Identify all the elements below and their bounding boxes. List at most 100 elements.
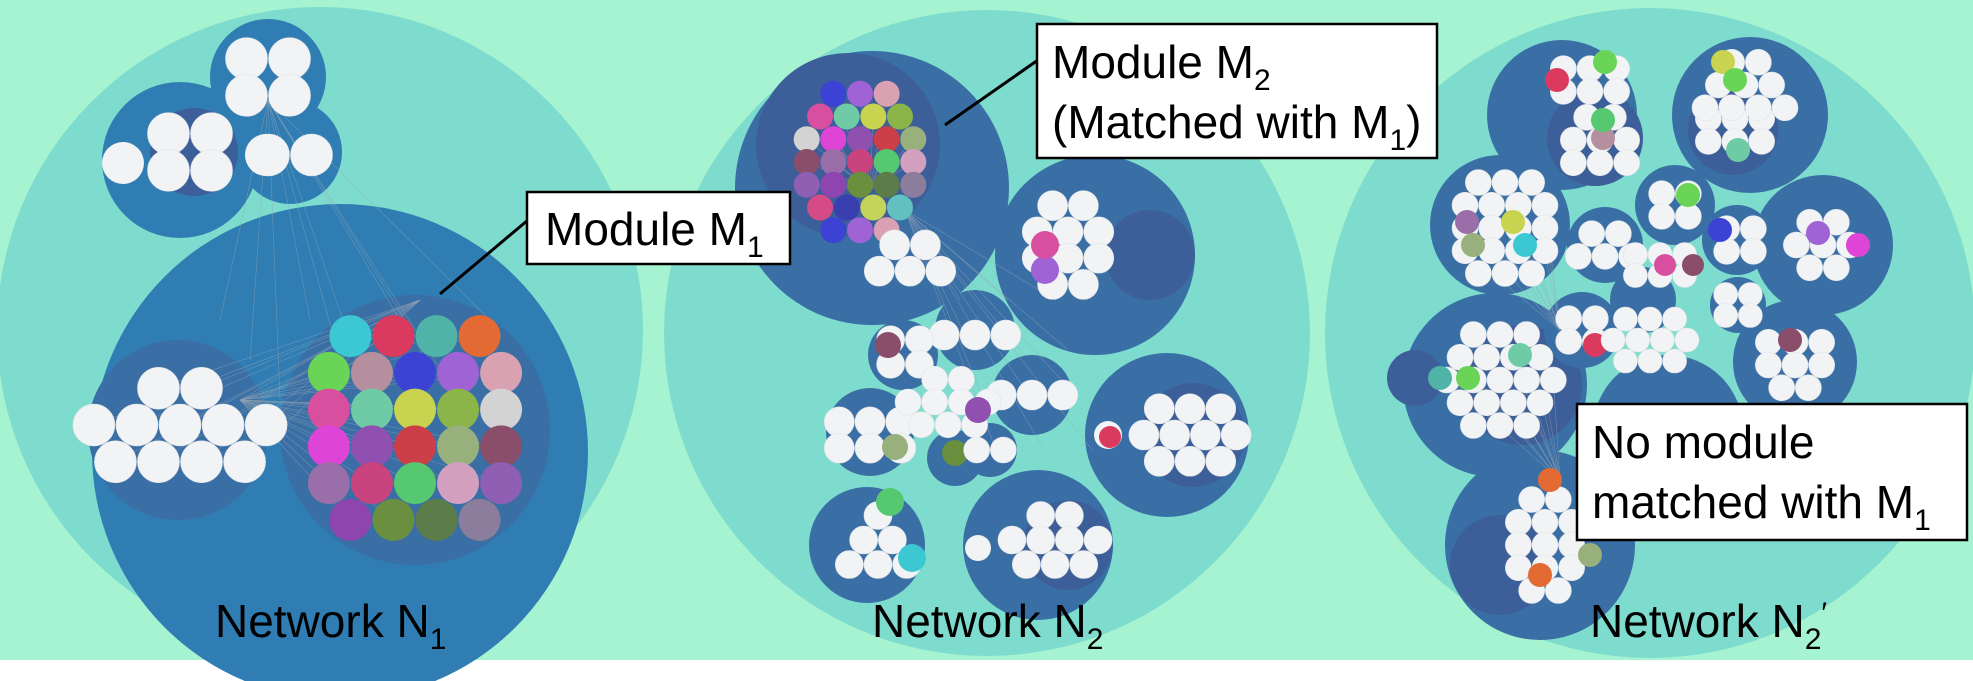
node: [1052, 242, 1084, 274]
colored-node: [1806, 221, 1830, 245]
colored-node: [886, 103, 913, 130]
colored-node: [1682, 254, 1704, 276]
node: [158, 403, 202, 447]
colored-node: [1654, 254, 1676, 276]
colored-node: [480, 462, 523, 505]
colored-node: [437, 351, 480, 394]
colored-node: [329, 315, 372, 358]
node: [1637, 306, 1663, 332]
colored-node: [1031, 231, 1059, 259]
node: [1675, 203, 1702, 230]
colored-node: [1508, 343, 1532, 367]
colored-node: [1846, 233, 1870, 257]
node: [990, 436, 1017, 464]
colored-node: [876, 488, 904, 516]
node: [1582, 305, 1609, 332]
node: [225, 74, 268, 117]
colored-node: [458, 315, 501, 358]
node: [1083, 242, 1115, 274]
node: [1174, 445, 1206, 477]
node: [1713, 303, 1738, 328]
colored-node: [1455, 210, 1479, 234]
node: [1745, 94, 1772, 122]
node: [1478, 214, 1505, 242]
node-circles: [72, 37, 1870, 604]
node: [137, 366, 180, 410]
annotation-no-match: No module matched with M1: [1575, 402, 1969, 542]
node: [1796, 254, 1823, 282]
node: [1613, 348, 1638, 374]
module-circle: [238, 100, 342, 204]
leader-line-m1: [439, 218, 529, 296]
node: [1531, 191, 1559, 219]
node: [190, 149, 233, 192]
colored-node: [372, 315, 415, 358]
node: [1486, 412, 1514, 439]
node: [1473, 389, 1500, 417]
node: [921, 365, 948, 393]
colored-node: [875, 332, 901, 358]
colored-node: [900, 171, 927, 198]
annotation-text-no-match-line1: No module: [1592, 416, 1814, 468]
node: [1486, 321, 1514, 348]
node: [102, 142, 144, 184]
node: [1586, 149, 1614, 177]
node: [934, 411, 962, 439]
node: [834, 550, 864, 579]
node: [1662, 348, 1687, 374]
node: [1545, 577, 1572, 604]
node: [1623, 263, 1648, 288]
colored-node: [882, 434, 908, 460]
node: [1648, 180, 1675, 207]
node: [1768, 374, 1795, 402]
node: [1500, 389, 1527, 417]
node: [965, 535, 991, 561]
node: [1143, 393, 1175, 425]
colored-node: [793, 149, 820, 175]
edge-line: [904, 209, 1057, 301]
colored-node: [415, 315, 458, 358]
node: [1808, 351, 1835, 379]
node: [137, 440, 180, 484]
node: [1560, 149, 1587, 177]
node: [1526, 389, 1554, 417]
leader-line-m2: [944, 58, 1039, 127]
colored-node: [1676, 183, 1700, 207]
node: [268, 74, 311, 117]
node: [1513, 366, 1540, 394]
node: [1068, 269, 1099, 300]
colored-node: [807, 194, 834, 221]
node: [1518, 169, 1545, 196]
colored-node: [847, 80, 873, 107]
node: [1047, 379, 1079, 411]
node: [905, 325, 934, 355]
node: [180, 440, 223, 484]
node: [1555, 328, 1582, 355]
node: [1605, 220, 1632, 247]
node: [1738, 303, 1763, 328]
node: [1016, 379, 1048, 411]
colored-node: [1778, 328, 1802, 352]
annotation-text-m2-line2: (Matched with M1): [1052, 96, 1421, 157]
node: [1783, 231, 1810, 259]
colored-node: [898, 544, 926, 572]
node: [1083, 525, 1113, 555]
colored-node: [1456, 366, 1480, 390]
node: [1637, 348, 1663, 374]
node: [1795, 374, 1822, 402]
colored-node: [793, 171, 820, 198]
colored-node: [847, 126, 873, 153]
node: [1460, 321, 1487, 348]
colored-node: [873, 149, 900, 175]
colored-node: [820, 126, 847, 153]
node: [290, 133, 333, 177]
annotation-text-no-match-line2: matched with M1: [1592, 476, 1931, 537]
annotation-box-m2: [1035, 22, 1439, 160]
node: [1713, 282, 1738, 307]
node: [147, 112, 190, 155]
node: [1591, 243, 1619, 270]
colored-node: [1528, 563, 1552, 587]
node: [1578, 220, 1605, 247]
node: [1460, 412, 1487, 439]
